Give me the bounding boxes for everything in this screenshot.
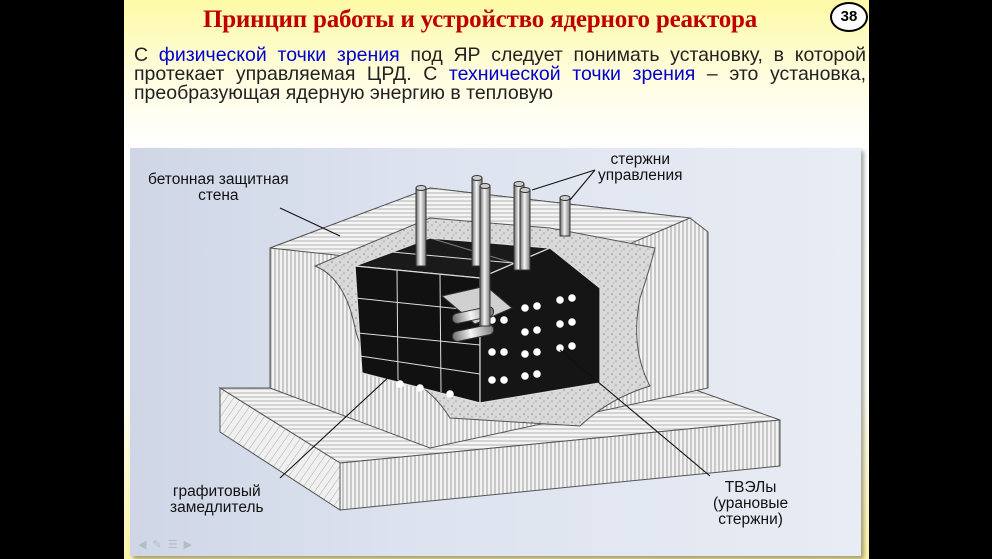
reactor-diagram: [218, 169, 781, 511]
menu-icon[interactable]: ☰: [167, 539, 178, 551]
label-graphite-moderator: графитовый замедлитель: [170, 483, 264, 516]
pen-icon[interactable]: ✎: [152, 539, 162, 551]
intro-paragraph: С физической точки зрения под ЯР следует…: [134, 44, 866, 104]
fuel-channel-holes: [396, 294, 576, 398]
physics-view-highlight: физической точки зрения: [158, 44, 400, 66]
intro-text-1: С: [134, 44, 159, 66]
intro-text-3: – это установка, преобразующая ядерную э…: [134, 63, 866, 104]
back-arrow-icon[interactable]: ◀: [138, 539, 147, 551]
page-number-badge: 38: [830, 2, 868, 32]
leader-lines: [279, 169, 711, 479]
intro-text-2: под ЯР следует понимать установку, в кот…: [134, 44, 866, 85]
technical-view-highlight: технической точки зрения: [448, 63, 696, 85]
slide: Принцип работы и устройство ядерного реа…: [124, 0, 869, 559]
label-fuel-elements: ТВЭЛы (урановые стержни): [713, 479, 789, 528]
reactor-figure: бетонная защитная стена стержни управлен…: [130, 148, 861, 556]
label-control-rods: стержни управления: [598, 151, 683, 184]
control-rods: [415, 175, 571, 327]
slideshow-nav[interactable]: ◀ ✎ ☰ ▶: [138, 538, 192, 551]
label-concrete-wall: бетонная защитная стена: [148, 171, 289, 204]
slide-title: Принцип работы и устройство ядерного реа…: [202, 6, 758, 33]
forward-arrow-icon[interactable]: ▶: [183, 539, 193, 551]
